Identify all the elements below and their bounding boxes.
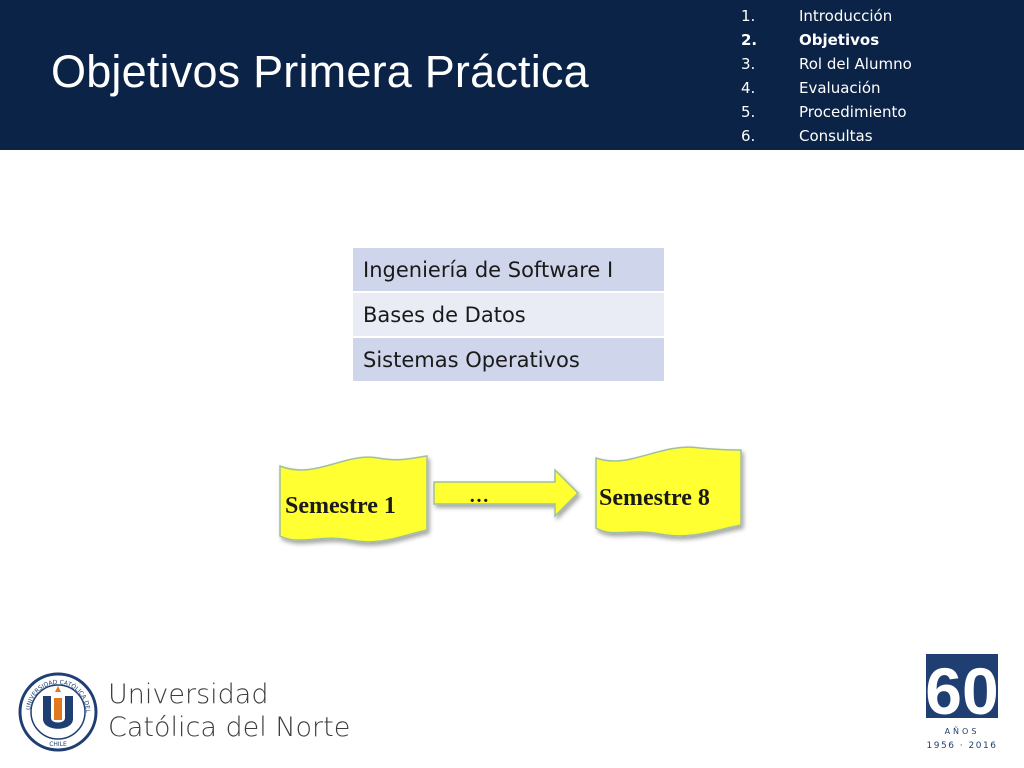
- university-seal-logo: UNIVERSIDAD CATÓLICA DEL NORTE CHILE: [18, 672, 98, 752]
- anniversary-years: 1956 · 2016: [927, 741, 998, 751]
- anniversary-number: 60: [925, 654, 998, 728]
- agenda-item-label: Procedimiento: [799, 103, 907, 121]
- seal-country: CHILE: [49, 741, 67, 748]
- subjects-table: Ingeniería de Software I Bases de Datos …: [353, 248, 664, 383]
- agenda-item: 3. Rol del Alumno: [741, 52, 912, 76]
- agenda-item-number: 3.: [741, 55, 756, 73]
- university-name: Universidad Católica del Norte: [108, 678, 350, 744]
- agenda-item-label: Objetivos: [799, 31, 880, 49]
- university-line-2: Católica del Norte: [108, 712, 351, 743]
- subject-cell: Sistemas Operativos: [353, 337, 664, 383]
- agenda-item: 4. Evaluación: [741, 76, 912, 100]
- agenda-item-label: Consultas: [799, 127, 873, 145]
- slide-header: Objetivos Primera Práctica 1. Introducció…: [0, 0, 1024, 150]
- agenda-item-label: Evaluación: [799, 79, 881, 97]
- agenda-item: 6. Consultas: [741, 124, 912, 148]
- ellipsis-text: …: [469, 485, 489, 507]
- agenda-item-label: Introducción: [799, 7, 893, 25]
- semester-1-document-shape: [279, 455, 428, 543]
- table-row: Ingeniería de Software I: [353, 248, 664, 293]
- agenda-list: 1. Introducción 2. Objetivos 3. Rol del Alu…: [741, 4, 912, 148]
- table-row: Sistemas Operativos: [353, 337, 664, 383]
- slide-title: Objetivos Primera Práctica: [51, 46, 589, 97]
- agenda-item: 1. Introducción: [741, 4, 912, 28]
- agenda-item: 5. Procedimiento: [741, 100, 912, 124]
- semester-1-label: Semestre 1: [285, 493, 396, 519]
- university-line-1: Universidad: [108, 679, 269, 710]
- agenda-item-number: 2.: [741, 31, 758, 49]
- progress-arrow: [433, 468, 580, 518]
- agenda-item-active: 2. Objetivos: [741, 28, 912, 52]
- semester-8-document-shape: [595, 446, 742, 537]
- agenda-item-number: 5.: [741, 103, 756, 121]
- anniversary-word: AÑOS: [945, 726, 980, 736]
- table-row: Bases de Datos: [353, 292, 664, 338]
- subject-cell: Ingeniería de Software I: [353, 248, 664, 293]
- subject-cell: Bases de Datos: [353, 292, 664, 338]
- semester-8-label: Semestre 8: [599, 485, 710, 511]
- agenda-item-number: 6.: [741, 127, 756, 145]
- agenda-item-number: 4.: [741, 79, 756, 97]
- anniversary-60-logo: 60 AÑOS 1956 · 2016: [925, 654, 999, 751]
- agenda-item-number: 1.: [741, 7, 756, 25]
- agenda-item-label: Rol del Alumno: [799, 55, 912, 73]
